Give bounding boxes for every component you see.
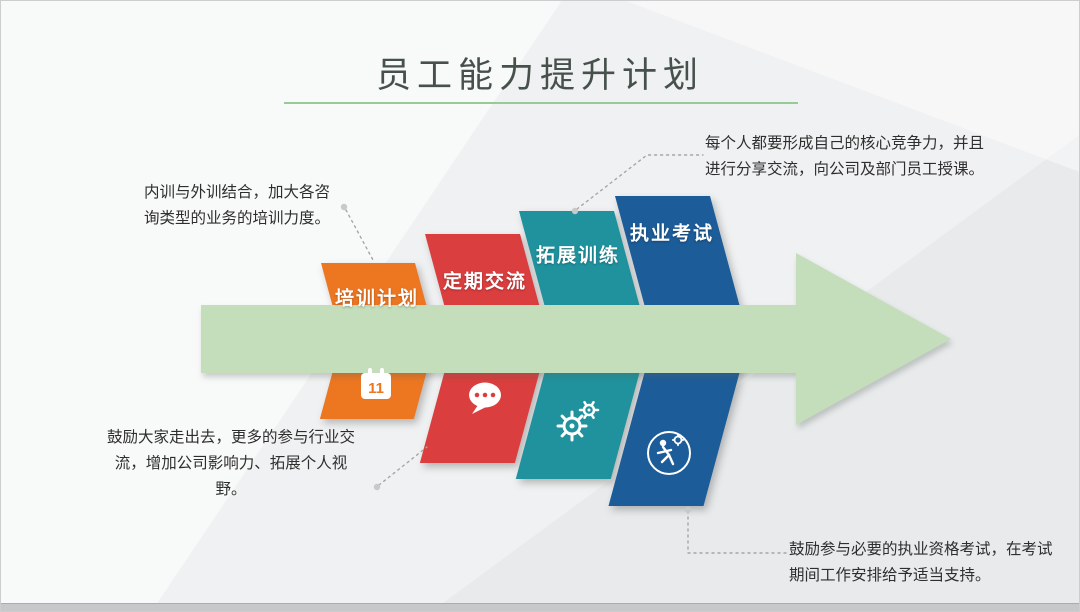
stage-label-outward-training: 拓展训练 <box>535 245 621 267</box>
annotation-bottom-left: 鼓励大家走出去，更多的参与行业交 流，增加公司影响力、拓展个人视 野。 <box>106 429 355 498</box>
connector-bottom-left <box>378 446 428 486</box>
connector-dot-top-right <box>571 207 579 215</box>
bottom-edge <box>1 603 1079 611</box>
connector-top-left <box>345 209 374 261</box>
annotation-top-right: 每个人都要形成自己的核心竞争力，并且 进行分享交流，向公司及部门员工授课。 <box>705 135 985 178</box>
calendar-day-number: 11 <box>368 380 384 397</box>
connector-dot-bottom-right <box>684 506 692 514</box>
runner-gear-icon <box>647 431 691 475</box>
flow-arrow <box>201 253 951 425</box>
calendar-icon: 11 <box>361 368 391 399</box>
stage-label-training-plan: 培训计划 <box>334 288 420 310</box>
connector-top-right <box>576 154 704 210</box>
connector-dot-top-left <box>340 203 348 211</box>
annotation-top-left: 内训与外训结合，加大各咨 询类型的业务的培训力度。 <box>143 184 330 227</box>
chat-bubble-icon <box>469 382 501 414</box>
page-title: 员工能力提升计划 <box>375 56 704 95</box>
stage-label-professional-exam: 执业考试 <box>629 223 715 245</box>
connector-bottom-right <box>687 510 788 554</box>
annotation-bottom-right: 鼓励参与必要的执业资格考试，在考试 期间工作安排给予适当支持。 <box>789 541 1053 584</box>
title-underline <box>284 102 798 104</box>
gears-icon <box>556 400 600 442</box>
stage-label-regular-exchange: 定期交流 <box>442 271 528 293</box>
connector-dot-bottom-left <box>373 483 381 491</box>
